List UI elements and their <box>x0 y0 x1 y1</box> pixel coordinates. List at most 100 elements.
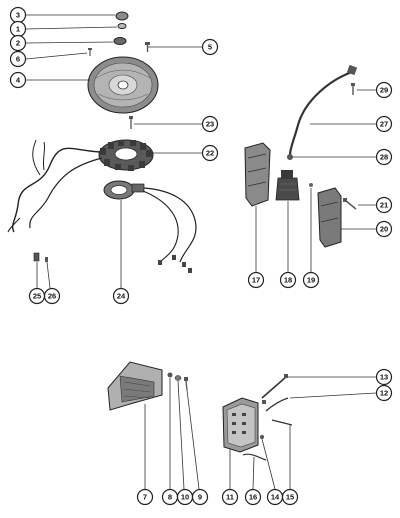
callout: 23 <box>201 115 219 133</box>
callout-label: 26 <box>48 292 56 301</box>
callout-label: 23 <box>206 120 214 129</box>
stator-assembly <box>7 116 197 273</box>
callout-label: 24 <box>117 292 126 301</box>
high-tension-lead <box>288 70 353 156</box>
callout: 11 <box>221 488 239 506</box>
callout: 20 <box>375 220 393 238</box>
callout: 16 <box>244 488 262 506</box>
stator-lead-wire <box>32 139 41 176</box>
rectifier-screw <box>184 377 188 391</box>
ignition-coil-right <box>317 187 342 248</box>
callout: 3 <box>9 6 27 24</box>
callout: 5 <box>201 38 219 56</box>
switch-box <box>222 397 259 453</box>
switch-box-lead <box>271 419 293 426</box>
coil-screw <box>343 198 357 210</box>
stator-lead-wire <box>42 141 46 171</box>
callout-label: 17 <box>252 276 260 285</box>
callout: 19 <box>302 271 320 289</box>
callout: 1 <box>9 20 27 38</box>
callout-label: 8 <box>168 493 172 502</box>
callout-label: 6 <box>16 55 20 64</box>
callout-label: 5 <box>208 43 212 52</box>
trigger-harness-wire <box>143 187 197 263</box>
callout: 21 <box>375 196 393 214</box>
callout-label: 3 <box>16 11 20 20</box>
callout: 12 <box>375 384 393 402</box>
callout: 24 <box>112 287 130 305</box>
callout-label: 16 <box>249 493 257 502</box>
callout-label: 9 <box>198 493 202 502</box>
switch-box-lead <box>242 453 267 461</box>
callout: 6 <box>9 50 27 68</box>
stator <box>98 139 154 171</box>
callout-label: 25 <box>33 292 41 301</box>
ignition-coil-left <box>244 142 271 207</box>
leader-lines <box>25 14 377 490</box>
callout-label: 28 <box>380 153 388 162</box>
lead-boot-end <box>287 154 293 160</box>
stator-harness-wire <box>29 157 103 229</box>
callout-label: 18 <box>284 276 292 285</box>
spark-plug-boot <box>275 170 300 201</box>
flywheel-nut <box>115 11 129 21</box>
callout-label: 27 <box>380 120 388 129</box>
callout-label: 2 <box>16 39 20 48</box>
ignition-coil-group <box>244 64 358 248</box>
rectifier-and-switchbox-group <box>107 361 293 461</box>
stator-harness-wire <box>11 147 101 233</box>
stator-lead-wire <box>7 217 21 233</box>
callout: 22 <box>201 144 219 162</box>
callout: 27 <box>375 115 393 133</box>
trigger-harness-wire <box>142 190 179 263</box>
callout-label: 20 <box>380 225 388 234</box>
callout: 8 <box>161 488 179 506</box>
callout-label: 14 <box>271 493 280 502</box>
flywheel-assembly <box>87 11 159 114</box>
callout: 2 <box>9 34 27 52</box>
stator-screw <box>129 116 133 129</box>
callout: 4 <box>9 71 27 89</box>
callout: 15 <box>281 488 299 506</box>
callout: 29 <box>375 81 393 99</box>
coil-washer <box>309 183 313 187</box>
callout: 28 <box>375 148 393 166</box>
callout-label: 21 <box>380 201 388 210</box>
lead-terminal <box>262 400 266 404</box>
switch-box-washer <box>260 435 264 439</box>
belleville-washer <box>113 37 127 45</box>
switch-box-lead <box>261 376 287 399</box>
callout-label: 12 <box>380 389 388 398</box>
flywheel <box>87 56 159 114</box>
callout-label: 7 <box>143 493 147 502</box>
callout-label: 10 <box>181 493 189 502</box>
lead-terminal <box>284 374 288 378</box>
callout-label: 1 <box>16 25 20 34</box>
callout: 14 <box>266 488 284 506</box>
callout: 13 <box>375 368 393 386</box>
callout-label: 22 <box>206 149 214 158</box>
callout: 18 <box>279 271 297 289</box>
callout-label: 4 <box>16 76 21 85</box>
flywheel-cup-screw <box>145 42 150 52</box>
lead-screw <box>351 83 355 95</box>
callout: 10 <box>176 488 194 506</box>
callout: 7 <box>136 488 154 506</box>
trigger-harness-terminals <box>158 255 192 273</box>
callout-label: 19 <box>307 276 315 285</box>
switch-box-lead <box>265 397 289 412</box>
callout-label: 15 <box>286 493 294 502</box>
callout: 9 <box>191 488 209 506</box>
wire-connector-sleeve <box>33 252 40 262</box>
rectifier-lockwasher <box>174 375 182 381</box>
callout: 26 <box>43 287 61 305</box>
callout-label: 11 <box>226 493 234 502</box>
rectifier-washer <box>167 372 173 378</box>
wire-terminal <box>45 257 48 262</box>
lead-terminal <box>346 64 358 76</box>
callout: 17 <box>247 271 265 289</box>
callout-label: 13 <box>380 373 388 382</box>
flywheel-cover-screw <box>88 48 92 56</box>
flywheel-washer <box>117 23 127 29</box>
